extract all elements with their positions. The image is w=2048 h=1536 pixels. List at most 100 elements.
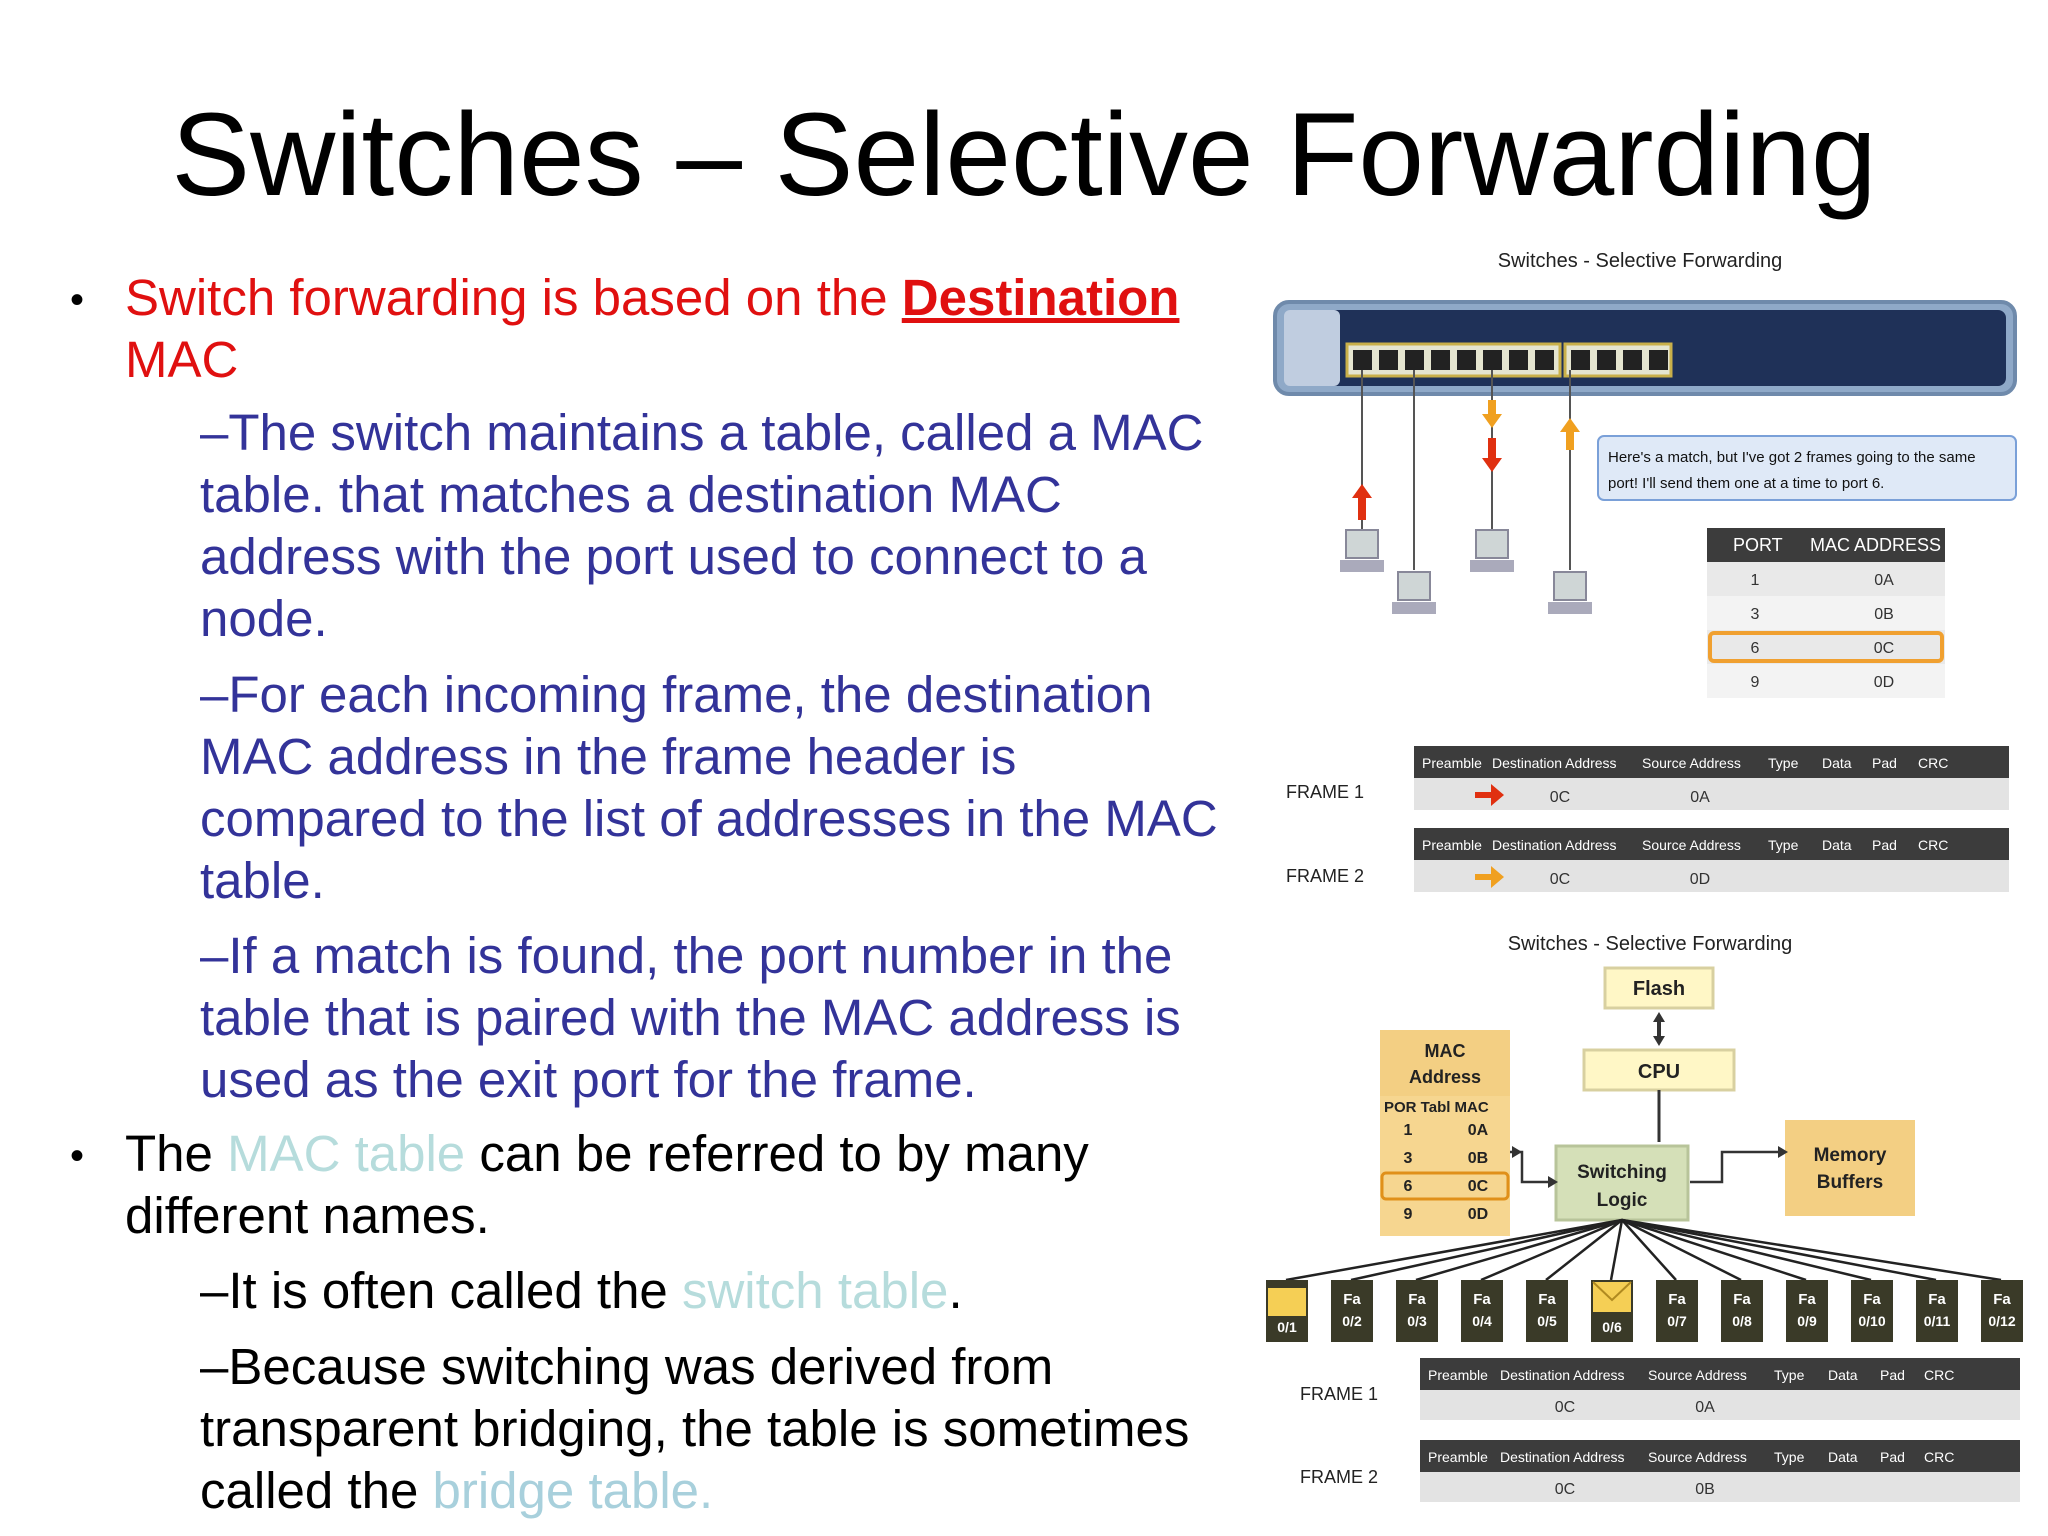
port-3-fa: Fa	[1408, 1291, 1426, 1308]
f1-col-preamble: Preamble	[1422, 755, 1482, 771]
port-fa-0-1: 0/1	[1266, 1280, 1308, 1342]
port-fa-0-2: Fa 0/2	[1331, 1280, 1373, 1342]
bullet-1-emphasis: Destination	[901, 269, 1180, 326]
frame-2-label: FRAME 2	[1286, 866, 1364, 886]
mac-row-1-mac: 0A	[1874, 572, 1894, 589]
sub-2-line-3: compared to the list of addresses in the…	[200, 790, 1218, 847]
mac-row-3-mac: 0C	[1874, 640, 1894, 657]
fig2-f1-col-src: Source Address	[1648, 1367, 1747, 1383]
sub-5-line-3: called the bridge table.	[200, 1465, 713, 1516]
fig2-frame-2-label: FRAME 2	[1300, 1467, 1378, 1487]
bullet-1-line-2: MAC	[125, 331, 239, 388]
fig2-f2-col-dest: Destination Address	[1500, 1449, 1625, 1465]
figure-selective-forwarding-2: Switches - Selective Forwarding Flash CP…	[1266, 933, 2023, 1502]
figure-1-caption: Switches - Selective Forwarding	[1498, 250, 1783, 272]
callout-line-2: port! I'll send them one at a time to po…	[1608, 475, 1884, 492]
flash-box	[1603, 966, 1715, 1010]
port-2-fa: Fa	[1343, 1291, 1361, 1308]
sub-1-line-1: –The switch maintains a table, called a …	[200, 404, 1204, 461]
bullet-dot-1: •	[70, 278, 85, 322]
mac-mini-header: POR Tabl MAC	[1384, 1099, 1489, 1116]
bullet-1-line-1: Switch forwarding is based on the Destin…	[125, 272, 1179, 323]
port-3-num: 0/3	[1407, 1313, 1427, 1329]
sub-4-highlight: switch table	[681, 1262, 949, 1319]
frame-1-header: FRAME 1 Preamble Destination Address Sou…	[1286, 746, 2009, 810]
fig2-frame-2: FRAME 2 Preamble Destination Address Sou…	[1300, 1440, 2020, 1502]
speech-callout: Here's a match, but I've got 2 frames go…	[1597, 435, 2017, 501]
bullet-2-line-1: The MAC table can be referred to by many	[125, 1128, 1089, 1179]
f1-col-pad: Pad	[1872, 755, 1897, 771]
slide-title: Switches – Selective Forwarding	[171, 89, 1877, 221]
switch-device-icon	[1273, 300, 2017, 396]
mac-box-line-2: Address	[1409, 1067, 1481, 1087]
mac-row-3-port: 6	[1751, 640, 1760, 657]
port-10-num: 0/10	[1858, 1313, 1885, 1329]
fig2-f1-col-pad: Pad	[1880, 1367, 1905, 1383]
f1-col-type: Type	[1768, 755, 1799, 771]
memory-line-1: Memory	[1814, 1145, 1887, 1166]
f2-col-pad: Pad	[1872, 837, 1897, 853]
figure-2-caption: Switches - Selective Forwarding	[1508, 933, 1793, 955]
mac-address-box	[1380, 1030, 1510, 1096]
memory-line-2: Buffers	[1817, 1172, 1884, 1193]
port-11-num: 0/11	[1924, 1313, 1951, 1329]
port-9-num: 0/9	[1797, 1313, 1817, 1329]
fig2-f1-col-crc: CRC	[1924, 1367, 1954, 1383]
callout-line-1: Here's a match, but I've got 2 frames go…	[1608, 449, 1976, 466]
sub-5-line-1: –Because switching was derived from	[200, 1338, 1054, 1395]
port-fan-lines	[1285, 1218, 2002, 1282]
f2-arrow-icon	[1475, 866, 1504, 888]
f1-arrow-icon	[1475, 784, 1504, 806]
port-fa-0-12: Fa 0/12	[1981, 1280, 2023, 1342]
sub-3-line-2: table that is paired with the MAC addres…	[200, 989, 1181, 1046]
port-2-num: 0/2	[1342, 1313, 1362, 1329]
fig2-f2-dest-value: 0C	[1555, 1481, 1575, 1498]
port-12-num: 0/12	[1988, 1313, 2015, 1329]
port-8-fa: Fa	[1733, 1291, 1751, 1308]
fig2-f1-col-preamble: Preamble	[1428, 1367, 1488, 1383]
mac-table: PORT MAC ADDRESS 1 0A 3 0B 6 0C 9 0D	[1707, 528, 1945, 698]
f1-col-crc: CRC	[1918, 755, 1948, 771]
fig2-f2-col-type: Type	[1774, 1449, 1805, 1465]
figure-selective-forwarding-1: Switches - Selective Forwarding	[1273, 250, 2017, 892]
sub-4-pre: –It is often called the	[200, 1262, 682, 1319]
mac-row-4-mac: 0D	[1874, 674, 1894, 691]
mini-row-3-mac: 0C	[1468, 1178, 1489, 1195]
port-row: 0/1 Fa0/2 Fa0/3 Fa0/4 Fa0/5 0/6 Fa0/7 Fa…	[1266, 1280, 2023, 1342]
mini-row-1-port: 1	[1404, 1122, 1413, 1139]
port-5-fa: Fa	[1538, 1291, 1556, 1308]
f2-col-preamble: Preamble	[1422, 837, 1482, 853]
fig2-f2-col-crc: CRC	[1924, 1449, 1954, 1465]
fig2-f1-col-dest: Destination Address	[1500, 1367, 1625, 1383]
sub-4-line-1: –It is often called the switch table.	[200, 1265, 963, 1316]
port-12-fa: Fa	[1993, 1291, 2011, 1308]
port-fa-0-9: Fa0/9	[1786, 1280, 1828, 1342]
mini-table-highlight	[1380, 1171, 1510, 1201]
port-fa-0-3: Fa 0/3	[1396, 1280, 1438, 1342]
cpu-box	[1582, 1048, 1736, 1092]
f2-dest-value: 0C	[1550, 871, 1570, 888]
port-11-fa: Fa	[1928, 1291, 1946, 1308]
cpu-label: CPU	[1638, 1061, 1680, 1083]
mac-row-2-port: 3	[1751, 606, 1760, 623]
cables	[1361, 370, 1571, 570]
bullet-2-line-2: different names.	[125, 1187, 490, 1244]
arrow-head-2-icon	[1548, 1176, 1558, 1188]
fig2-f1-src-value: 0A	[1695, 1399, 1715, 1416]
port-5-num: 0/5	[1537, 1313, 1557, 1329]
mac-mini-table	[1380, 1096, 1510, 1236]
f2-col-data: Data	[1822, 837, 1852, 853]
arrow-head-1-icon	[1512, 1146, 1522, 1158]
sub-2-line-2: MAC address in the frame header is	[200, 728, 1017, 785]
f2-src-value: 0D	[1690, 871, 1710, 888]
sub-3-line-3: used as the exit port for the frame.	[200, 1051, 977, 1108]
f2-col-dest: Destination Address	[1492, 837, 1617, 853]
port-1-num: 0/1	[1277, 1319, 1297, 1335]
fig2-frame-1-label: FRAME 1	[1300, 1384, 1378, 1404]
f2-col-type: Type	[1768, 837, 1799, 853]
fig2-f1-col-type: Type	[1774, 1367, 1805, 1383]
sub-1-line-3: address with the port used to connect to…	[200, 528, 1147, 585]
fig2-f1-dest-value: 0C	[1555, 1399, 1575, 1416]
switching-logic-line-2: Logic	[1597, 1190, 1648, 1211]
port-4-fa: Fa	[1473, 1291, 1491, 1308]
